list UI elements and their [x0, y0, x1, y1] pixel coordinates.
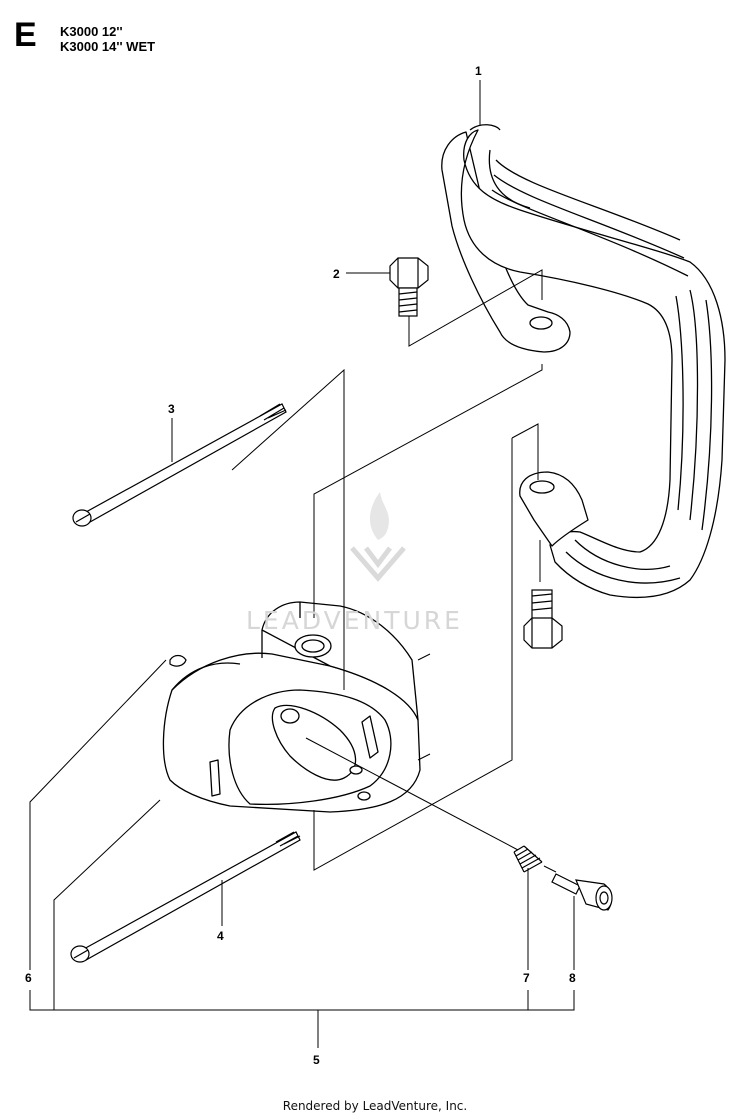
part-bolt-lower — [523, 589, 563, 649]
watermark-logo-icon — [350, 492, 406, 582]
model-line-2: K3000 14'' WET — [60, 39, 156, 54]
part-4-long-screw — [70, 831, 301, 963]
part-6-clip — [169, 654, 187, 667]
callout-2: 2 — [333, 267, 340, 281]
leader-lines — [29, 80, 575, 1048]
callout-4: 4 — [217, 929, 224, 943]
assembly-lines — [231, 269, 557, 873]
part-5-housing — [162, 601, 421, 813]
part-3-long-screw — [72, 403, 287, 527]
callout-7: 7 — [523, 971, 530, 985]
model-line-1: K3000 12'' — [60, 24, 123, 39]
section-letter: E — [14, 16, 37, 54]
callout-1: 1 — [475, 64, 482, 78]
part-1-handle — [441, 124, 726, 599]
callout-8: 8 — [569, 971, 576, 985]
part-2-bolt — [389, 257, 429, 317]
part-7-spring — [513, 845, 543, 873]
footer-credit: Rendered by LeadVenture, Inc. — [282, 1099, 468, 1113]
callout-3: 3 — [168, 402, 175, 416]
part-8-pin — [551, 873, 613, 911]
callout-6: 6 — [25, 971, 32, 985]
callout-5: 5 — [313, 1053, 320, 1067]
watermark-text: LEADVENTURE — [246, 606, 463, 635]
